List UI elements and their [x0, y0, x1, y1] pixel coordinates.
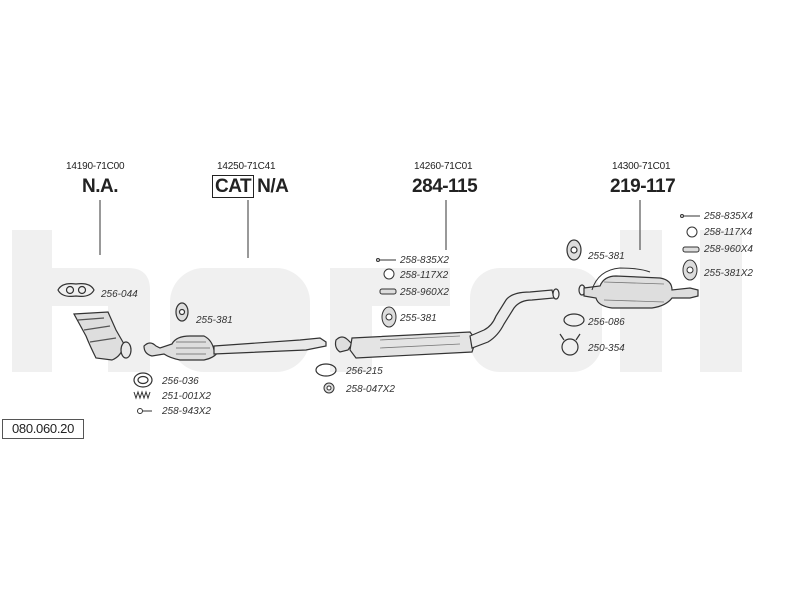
label-255-381-a: 255-381: [196, 315, 233, 326]
hanger-255-381-c: [566, 239, 582, 261]
label-256-036: 256-036: [162, 376, 199, 387]
label-258-835-center: 258-835X2: [400, 255, 449, 266]
label-251-001: 251-001X2: [162, 391, 211, 402]
part-number-rear: 14300-71C01: [612, 161, 671, 172]
bolt-258-943: [137, 408, 152, 414]
center-section-part: [334, 288, 560, 359]
catalyst-price-text: N/A: [257, 176, 289, 197]
rear-silencer-part: [578, 267, 699, 309]
cat-badge: CAT: [212, 175, 255, 198]
spring-251-001: [133, 390, 151, 400]
label-258-960-center: 258-960X2: [400, 287, 449, 298]
part-number-downpipe: 14190-71C00: [66, 161, 125, 172]
label-256-215: 256-215: [346, 366, 383, 377]
flange-256-036: [133, 372, 153, 388]
gasket-256-215: [315, 363, 337, 377]
label-258-117-rear: 258-117X4: [704, 227, 753, 238]
center-fittings: [376, 258, 397, 328]
part-number-center: 14260-71C01: [414, 161, 473, 172]
label-258-047: 258-047X2: [346, 384, 395, 395]
clamp-250-354: [559, 333, 581, 356]
label-250-354: 250-354: [588, 343, 625, 354]
downpipe-part: [73, 311, 132, 361]
label-258-943: 258-943X2: [162, 406, 211, 417]
label-255-381-rear: 255-381X2: [704, 268, 753, 279]
price-rear: 219-117: [610, 176, 676, 197]
label-256-086: 256-086: [588, 317, 625, 328]
label-258-835-rear: 258-835X4: [704, 211, 753, 222]
gasket-256-086: [563, 313, 585, 327]
reference-number: 080.060.20: [2, 419, 84, 439]
label-255-381-b: 255-381: [400, 313, 437, 324]
label-255-381-c: 255-381: [588, 251, 625, 262]
gasket-256-044: [57, 283, 95, 297]
label-258-117-center: 258-117X2: [400, 270, 449, 281]
hanger-255-381-a: [175, 302, 189, 322]
price-downpipe: N.A.: [82, 176, 119, 197]
catalyst-part: [143, 335, 327, 361]
price-center: 284-115: [412, 176, 478, 197]
nut-258-047: [323, 382, 335, 394]
rear-fittings: [680, 214, 700, 281]
label-256-044: 256-044: [101, 289, 138, 300]
part-number-catalyst: 14250-71C41: [217, 161, 276, 172]
label-258-960-rear: 258-960X4: [704, 244, 753, 255]
leader-lines: [99, 200, 641, 258]
